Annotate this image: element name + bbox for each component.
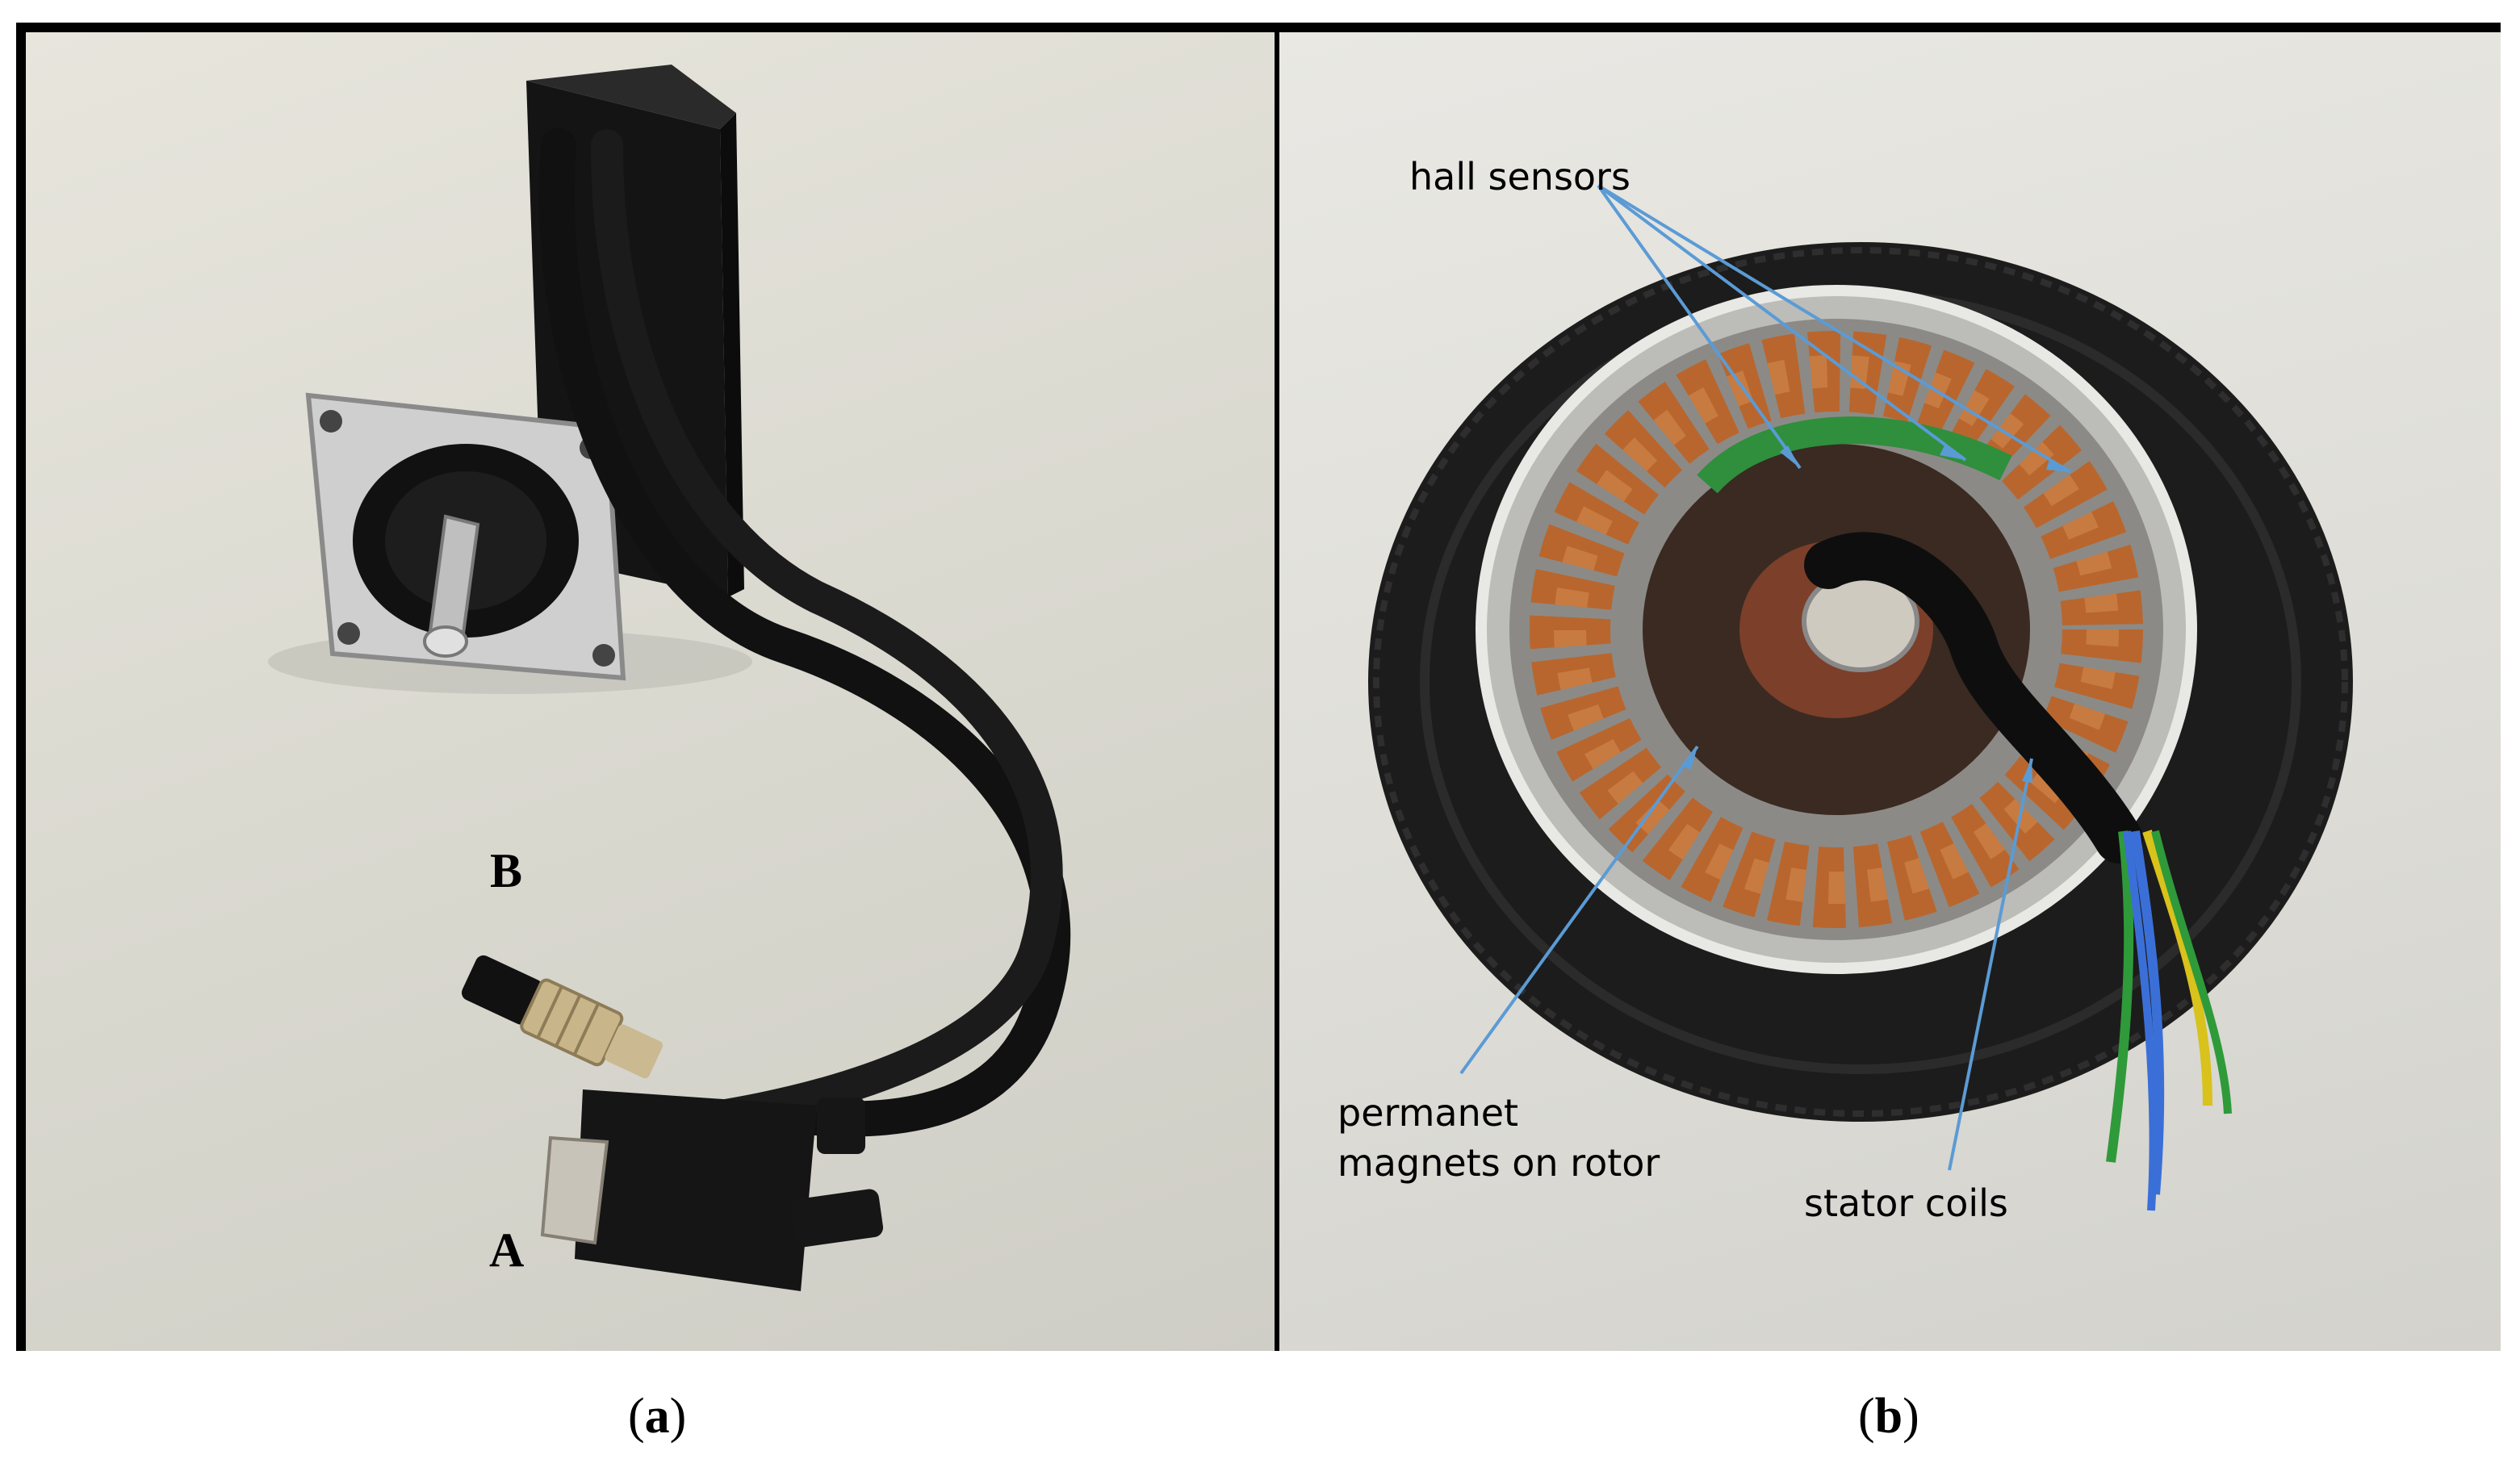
figure-frame: B A	[16, 23, 2501, 1351]
flange-screw	[337, 622, 360, 645]
panel-b-photo: hall sensors permanet magnets on rotor s…	[1279, 32, 2501, 1351]
caption-a: (a)	[628, 1389, 687, 1444]
flange-screw	[592, 644, 615, 667]
hall-sensor-board	[1697, 416, 2012, 494]
label-a: A	[489, 1223, 525, 1277]
permanent-magnets-label-line1: permanet	[1337, 1091, 1519, 1135]
label-b: B	[490, 844, 523, 897]
permanent-magnets-label-line2: magnets on rotor	[1337, 1141, 1660, 1185]
hub-cable	[1804, 532, 2143, 863]
aviation-connector	[461, 955, 663, 1079]
annotation-arrows	[1459, 184, 2072, 1171]
hub-motor-illustration	[1368, 184, 2353, 1211]
arrow-heads	[1681, 445, 2070, 783]
hall-sensors-label: hall sensors	[1409, 155, 1630, 199]
flange-screw	[320, 410, 342, 433]
cable-1	[538, 128, 1071, 1137]
panel-a-photo: B A	[26, 32, 1275, 1351]
stepper-motor-illustration	[268, 65, 1071, 1291]
stator-coils-label: stator coils	[1804, 1181, 2008, 1225]
dsub-connector	[540, 1089, 884, 1291]
caption-b: (b)	[1858, 1389, 1919, 1444]
cable-2	[591, 129, 1063, 1138]
